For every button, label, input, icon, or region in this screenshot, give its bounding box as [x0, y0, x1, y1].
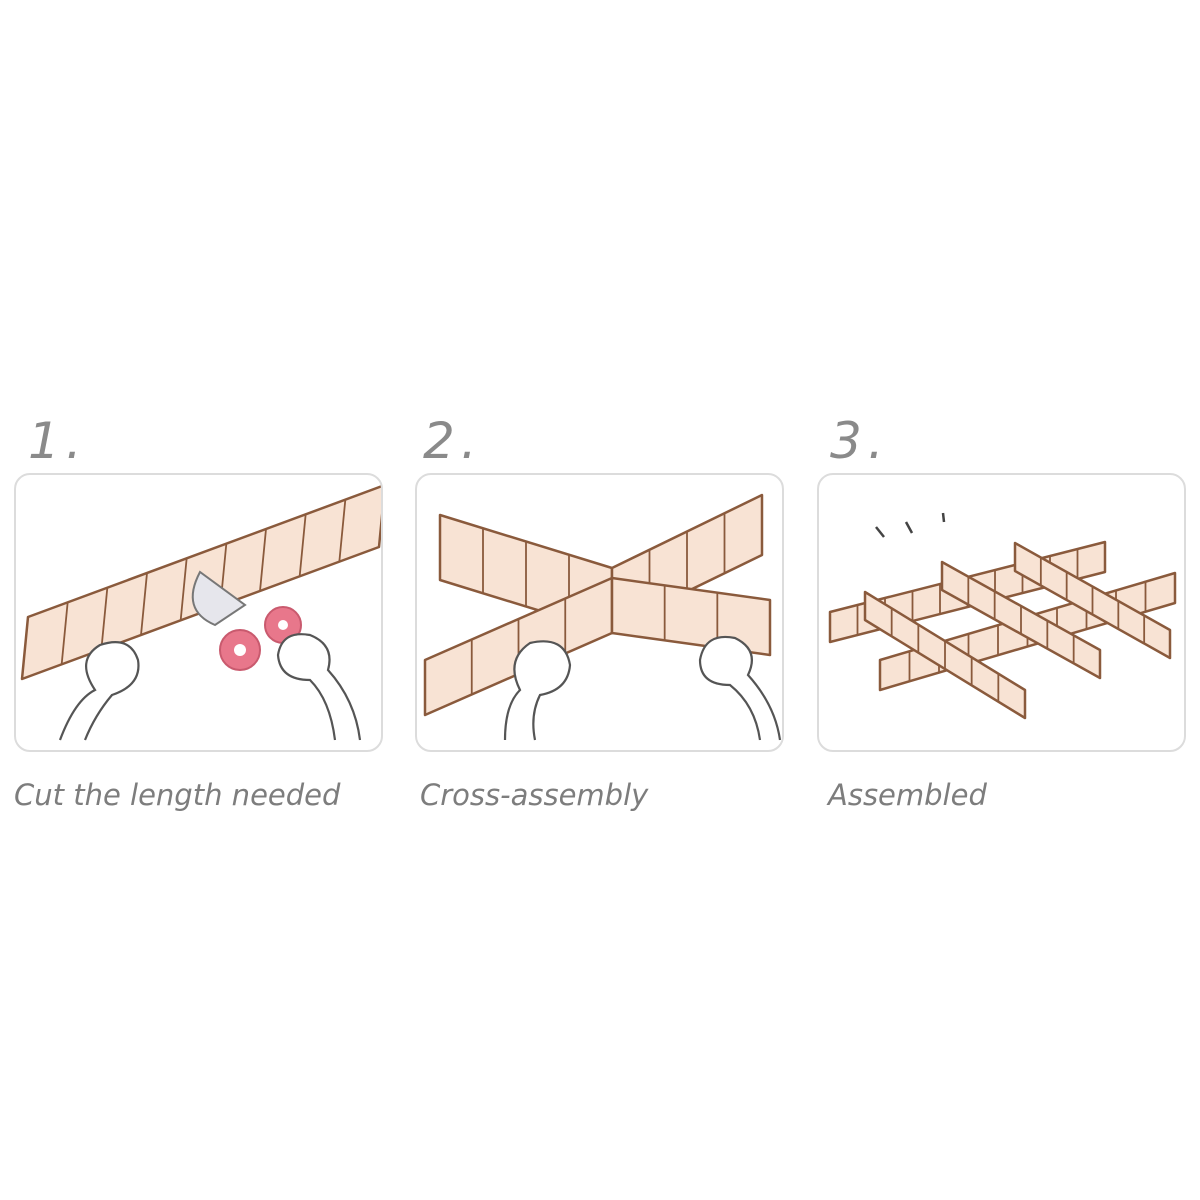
strip-divider [338, 499, 347, 562]
scissors-hole [278, 620, 288, 630]
step-3-number: 3. [830, 412, 890, 470]
strip-divider [298, 514, 307, 577]
motion-mark [875, 526, 885, 538]
grid-strip [863, 590, 1027, 720]
strip-lower-right [610, 576, 772, 657]
strip-divider [259, 528, 267, 592]
step-2-number: 2. [423, 412, 483, 470]
step-1-figure [58, 570, 362, 741]
strip-divider [100, 587, 109, 650]
motion-mark [941, 512, 946, 523]
motion-mark [904, 521, 914, 534]
hand-left [58, 641, 140, 741]
step-2-caption: Cross-assembly [420, 778, 649, 812]
grid-strip [940, 560, 1102, 680]
strip-divider [60, 602, 69, 665]
strip-divider [179, 558, 188, 621]
step-1-caption: Cut the length needed [14, 778, 341, 812]
hand-right [698, 635, 782, 741]
hand-left [503, 640, 572, 741]
scissors-hole [234, 644, 246, 656]
step-2-figure [503, 635, 782, 741]
grid-strip [1013, 541, 1172, 660]
scissors-blade-icon [191, 570, 247, 627]
strip-body [610, 576, 772, 657]
strip-divider [140, 572, 148, 636]
step-1-number: 1. [28, 412, 88, 470]
hand-right [276, 633, 362, 741]
step-3-caption: Assembled [828, 778, 987, 812]
motion-marks [875, 512, 946, 538]
